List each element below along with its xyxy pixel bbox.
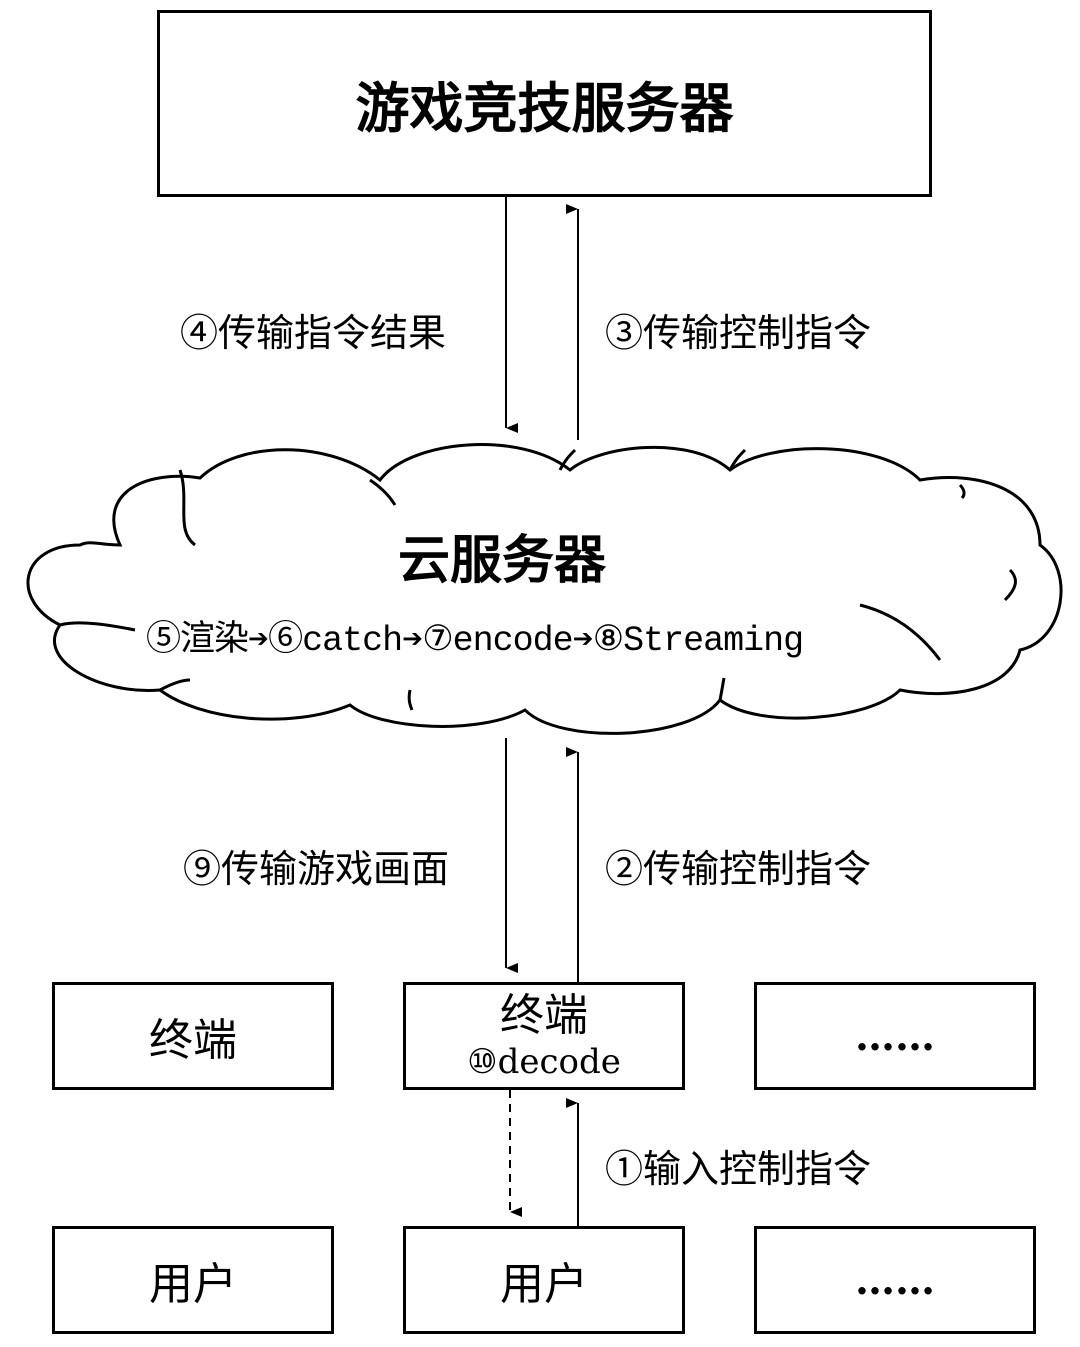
- edge-label-step4: ④传输指令结果: [180, 311, 447, 355]
- pipeline-arrow-icon: ➔: [402, 621, 423, 661]
- edge-label-step9: ⑨传输游戏画面: [183, 847, 450, 891]
- edge-label-step3: ③传输控制指令: [605, 311, 872, 355]
- user-ellipsis: ……: [855, 1256, 935, 1304]
- user-box-more: ……: [754, 1226, 1036, 1334]
- pipeline-arrow-icon: ➔: [248, 621, 269, 661]
- pipeline-step-6: ⑥catch: [268, 621, 403, 661]
- terminal-box-more: ……: [754, 982, 1036, 1090]
- edge-label-step2: ②传输控制指令: [605, 847, 872, 891]
- cloud-server-label: 云服务器: [398, 530, 607, 591]
- cloud-shape: [26, 443, 1063, 735]
- game-server-box: 游戏竞技服务器: [157, 10, 932, 197]
- terminal-box-2: 终端 ⑩decode: [403, 982, 685, 1090]
- user-label: 用户: [149, 1259, 237, 1310]
- game-server-label: 游戏竞技服务器: [355, 76, 734, 140]
- edge-label-step1: ①输入控制指令: [605, 1147, 872, 1191]
- terminal-label: 终端: [149, 1015, 237, 1066]
- pipeline-step-7: ⑦encode: [422, 621, 573, 661]
- pipeline-arrow-icon: ➔: [572, 621, 594, 661]
- pipeline-step-8: ⑧Streaming: [592, 621, 804, 661]
- terminal-ellipsis: ……: [855, 1012, 935, 1060]
- terminal-decode-label: ⑩decode: [467, 1042, 621, 1082]
- user-box-2: 用户: [403, 1226, 685, 1334]
- terminal-box-1: 终端: [52, 982, 334, 1090]
- terminal-label: 终端: [500, 990, 588, 1041]
- pipeline-step-5: ⑤渲染: [146, 621, 249, 661]
- user-box-1: 用户: [52, 1226, 334, 1334]
- user-label: 用户: [500, 1259, 588, 1310]
- cloud-pipeline: ⑤渲染➔⑥catch➔⑦encode➔⑧Streaming: [146, 610, 804, 661]
